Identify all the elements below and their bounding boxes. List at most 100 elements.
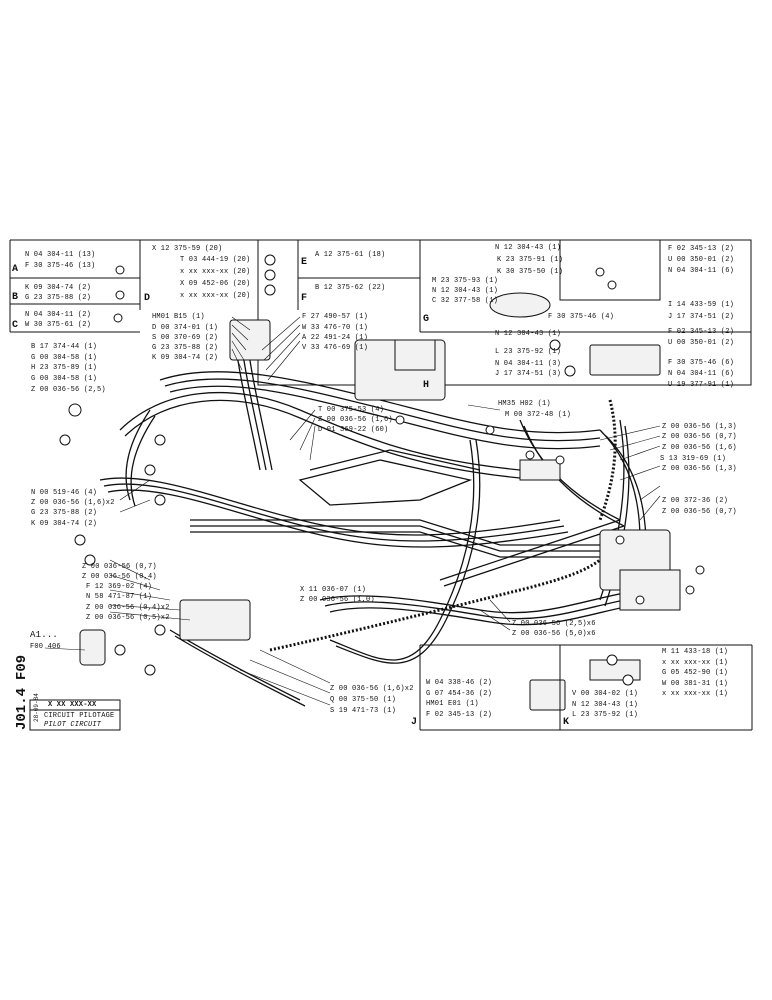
- f00-label: F00 406: [30, 643, 61, 651]
- bottom-label-2: Q 00 375-50 (1): [330, 696, 397, 704]
- panel-f-line-1: B 12 375-62 (22): [315, 284, 386, 292]
- panel-j-line-4: F 02 345-13 (2): [426, 711, 493, 719]
- left-label-3: H 23 375-89 (1): [31, 364, 98, 372]
- title-french: CIRCUIT PILOTAGE: [44, 712, 115, 720]
- bottom-right-label-1: Z 00 036-56 (2,5)x6: [512, 620, 596, 628]
- left-mid-label-4: K 09 304-74 (2): [31, 520, 98, 528]
- right-label-6: Z 00 372-36 (2): [662, 497, 729, 505]
- lower-left-label-6: Z 00 036-56 (0,5)x2: [86, 614, 170, 622]
- panel-j-line-1: W 04 338-46 (2): [426, 679, 493, 687]
- panel-g-right-1: F 02 345-13 (2): [668, 245, 735, 253]
- panel-k-line-5: V 00 304-02 (1): [572, 690, 639, 698]
- mid-label-5: T 00 375-53 (4): [318, 406, 385, 414]
- date-stamp: 28-09-84: [33, 693, 40, 722]
- panel-k-line-4: W 00 381-31 (1): [662, 680, 729, 688]
- panel-c-line-2: W 30 375-61 (2): [25, 321, 92, 329]
- panel-d-line-3: x xx xxx-xx (20): [180, 268, 251, 276]
- bottom-center-label-1: X 11 036-07 (1): [300, 586, 367, 594]
- title-english: PILOT CIRCUIT: [44, 721, 102, 729]
- panel-h-right-1: F 02 345-13 (2): [668, 328, 735, 336]
- panel-h-right-4: N 04 304-11 (6): [668, 370, 735, 378]
- mid-label-2: W 33 476-70 (1): [302, 324, 369, 332]
- left-label-1: B 17 374-44 (1): [31, 343, 98, 351]
- panel-h-line-2: L 23 375-92 (1): [495, 348, 562, 356]
- bottom-center-label-2: Z 00 036-56 (1,0): [300, 596, 375, 604]
- center-label-3: S 00 370-69 (2): [152, 334, 219, 342]
- lower-left-label-4: N 58 471-87 (1): [86, 593, 153, 601]
- mid-label-4: V 33 476-69 (1): [302, 344, 369, 352]
- right-label-1: Z 00 036-56 (1,3): [662, 423, 737, 431]
- panel-d-line-1: X 12 375-59 (20): [152, 245, 223, 253]
- panel-g-line-2: K 23 375-91 (1): [497, 256, 564, 264]
- doc-code-1: F09: [14, 654, 30, 680]
- right-label-7: Z 00 036-56 (0,7): [662, 508, 737, 516]
- right-label-2: Z 00 036-56 (0,7): [662, 433, 737, 441]
- panel-j-letter: J: [411, 717, 418, 728]
- panel-g-line-3: K 30 375-50 (1): [497, 268, 564, 276]
- panel-g-line-6: C 32 377-58 (1): [432, 297, 499, 305]
- center-label-4: G 23 375-88 (2): [152, 344, 219, 352]
- panel-h-letter: H: [423, 380, 430, 391]
- panel-e-line-1: A 12 375-61 (18): [315, 251, 386, 259]
- panel-h-line-3: N 04 304-11 (3): [495, 360, 562, 368]
- doc-code-2: J01.4: [14, 687, 30, 730]
- bottom-right-label-2: Z 00 036-56 (5,0)x6: [512, 630, 596, 638]
- panel-d-line-5: x xx xxx-xx (20): [180, 292, 251, 300]
- panel-k-line-1: M 11 433-18 (1): [662, 648, 729, 656]
- panel-h-right-5: U 19 377-91 (1): [668, 381, 735, 389]
- panel-c-letter: C: [12, 320, 19, 331]
- right-label-3: Z 00 036-56 (1,6): [662, 444, 737, 452]
- panel-g-right-3: N 04 304-11 (6): [668, 267, 735, 275]
- panel-h-line-1: N 12 304-43 (1): [495, 330, 562, 338]
- bottom-label-1: Z 00 036-56 (1,6)x2: [330, 685, 414, 693]
- panel-g-right-5: F 30 375-46 (4): [548, 313, 615, 321]
- lower-left-label-2: Z 00 036-56 (0,4): [82, 573, 157, 581]
- panel-g-letter: G: [423, 314, 430, 325]
- a1-label: A1...: [30, 630, 59, 640]
- panel-h-right-3: F 30 375-46 (6): [668, 359, 735, 367]
- left-label-2: G 00 304-58 (1): [31, 354, 98, 362]
- panel-b-line-1: K 09 304-74 (2): [25, 284, 92, 292]
- panel-c-line-1: N 04 304-11 (2): [25, 311, 92, 319]
- panel-g-right-6: J 17 374-51 (2): [668, 313, 735, 321]
- part-number-box: X XX XXX-XX: [48, 701, 97, 709]
- left-label-4: G 00 304-58 (1): [31, 375, 98, 383]
- lower-left-label-1: Z 00 036-56 (0,7): [82, 563, 157, 571]
- center-label-2: D 00 374-01 (1): [152, 324, 219, 332]
- left-mid-label-1: N 00 519-46 (4): [31, 489, 98, 497]
- left-label-5: Z 00 036-56 (2,5): [31, 386, 106, 394]
- mid-label-3: A 22 491-24 (1): [302, 334, 369, 342]
- panel-k-line-8: L 23 375-92 (1): [572, 711, 639, 719]
- panel-a-line-2: F 30 375-46 (13): [25, 262, 96, 270]
- panel-b-letter: B: [12, 292, 19, 303]
- panel-d-line-2: T 03 444-19 (20): [180, 256, 251, 264]
- right-top-label-2: M 00 372-48 (1): [505, 411, 572, 419]
- mid-label-7: D 01 369-22 (60): [318, 426, 389, 434]
- panel-k-line-2: x xx xxx-xx (1): [662, 659, 729, 667]
- panel-h-line-4: J 17 374-51 (3): [495, 370, 562, 378]
- panel-g-right-2: U 00 350-01 (2): [668, 256, 735, 264]
- panel-j-line-2: G 07 454-36 (2): [426, 690, 493, 698]
- right-label-5: S 13 319-69 (1): [660, 455, 727, 463]
- center-label-1: HM01 B15 (1): [152, 313, 205, 321]
- panel-g-line-1: N 12 304-43 (1): [495, 244, 562, 252]
- panel-a-line-1: N 04 304-11 (13): [25, 251, 96, 259]
- panel-a-letter: A: [12, 264, 19, 275]
- panel-k-line-3: G 05 452-90 (1): [662, 669, 729, 677]
- left-mid-label-3: G 23 375-88 (2): [31, 509, 98, 517]
- left-mid-label-2: Z 00 036-56 (1,6)x2: [31, 499, 115, 507]
- panel-g-right-4: I 14 433-59 (1): [668, 301, 735, 309]
- lower-left-label-5: Z 00 036-56 (0,4)x2: [86, 604, 170, 612]
- panel-g-line-4: M 23 375-93 (1): [432, 277, 499, 285]
- panel-k-line-7: N 12 304-43 (1): [572, 701, 639, 709]
- panel-d-letter: D: [144, 293, 151, 304]
- panel-b-line-2: G 23 375-88 (2): [25, 294, 92, 302]
- bottom-label-3: S 19 471-73 (1): [330, 707, 397, 715]
- right-label-4: Z 00 036-56 (1,3): [662, 465, 737, 473]
- panel-h-right-2: U 00 350-01 (2): [668, 339, 735, 347]
- mid-label-6: Z 00 036-56 (1,6): [318, 416, 393, 424]
- center-label-5: K 09 304-74 (2): [152, 354, 219, 362]
- mid-label-1: F 27 490-57 (1): [302, 313, 369, 321]
